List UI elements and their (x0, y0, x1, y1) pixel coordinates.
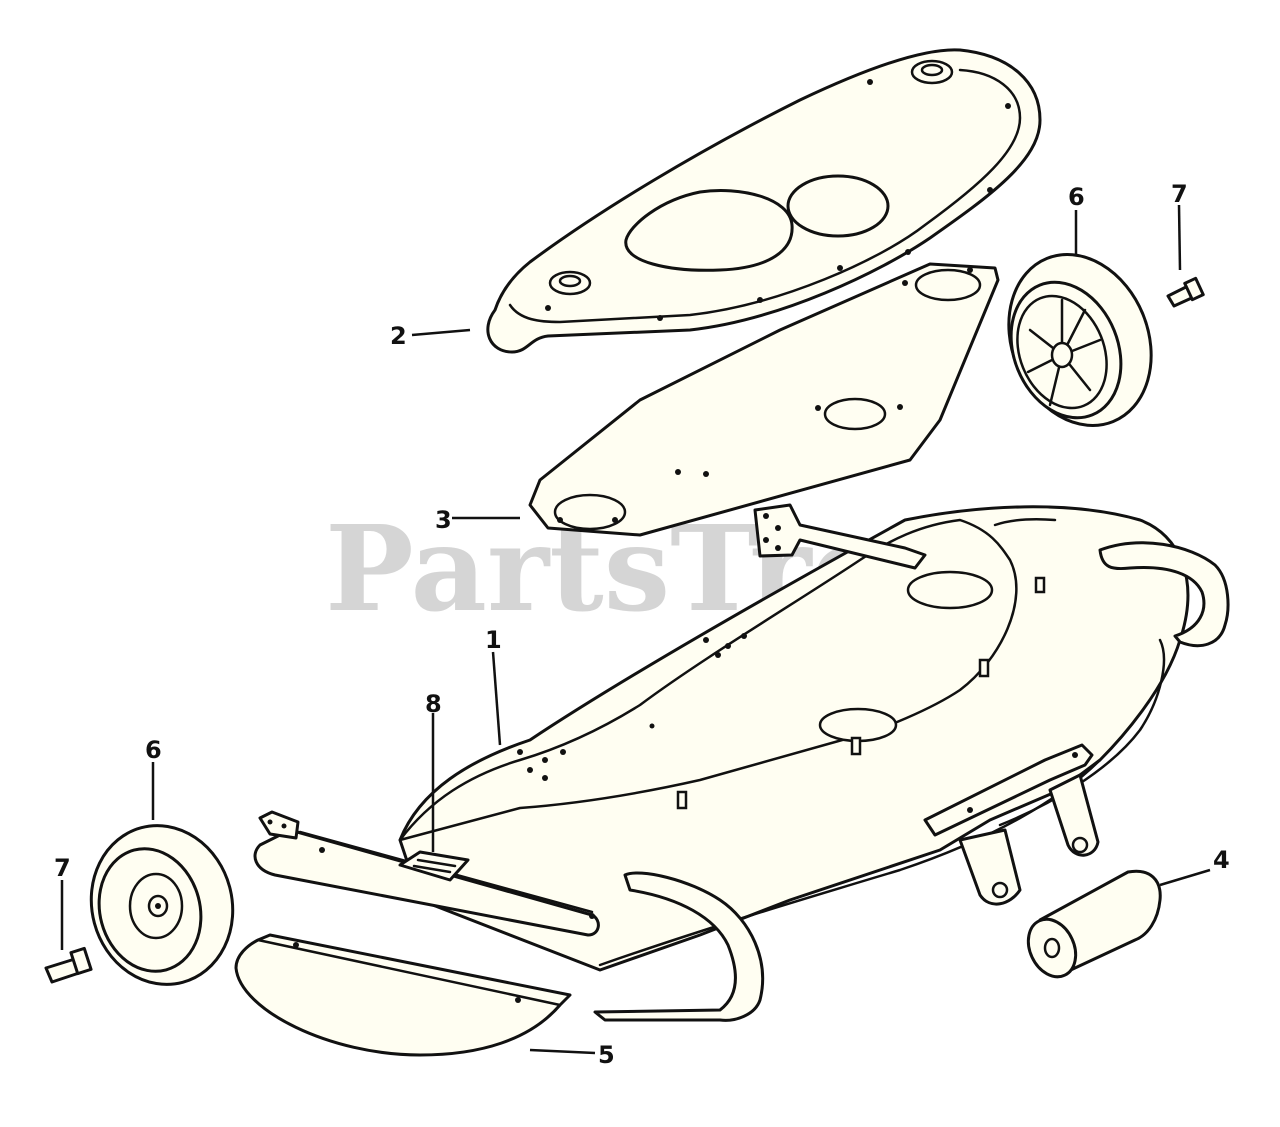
part-5-deflector[interactable] (234, 933, 572, 1057)
part-6-wheel-left[interactable] (74, 810, 251, 1001)
part-6-wheel-top[interactable] (984, 233, 1176, 447)
callout-4: 4 (1213, 846, 1230, 874)
deck-bolts (676, 576, 1046, 810)
callout-labels: 2 3 1 4 5 6 6 7 7 8 (54, 180, 1230, 1069)
part-7-axle-bolt-left[interactable] (44, 946, 93, 984)
callout-7-top: 7 (1171, 180, 1188, 208)
callout-2: 2 (390, 322, 407, 350)
part-1-mower-deck[interactable] (253, 503, 1230, 1022)
callout-6-left: 6 (145, 736, 162, 764)
part-2-belt-cover[interactable] (486, 48, 1042, 354)
leader-lines (60, 204, 1211, 1055)
part-3-baffle-plate[interactable] (528, 262, 1000, 537)
callout-3: 3 (435, 506, 452, 534)
callout-5: 5 (598, 1041, 615, 1069)
callout-8: 8 (425, 690, 442, 718)
callout-7-left: 7 (54, 854, 71, 882)
part-7-axle-bolt-top[interactable] (1166, 276, 1205, 308)
callout-6-top: 6 (1068, 183, 1085, 211)
callout-1: 1 (485, 626, 502, 654)
part-4-roller[interactable] (1019, 869, 1162, 984)
